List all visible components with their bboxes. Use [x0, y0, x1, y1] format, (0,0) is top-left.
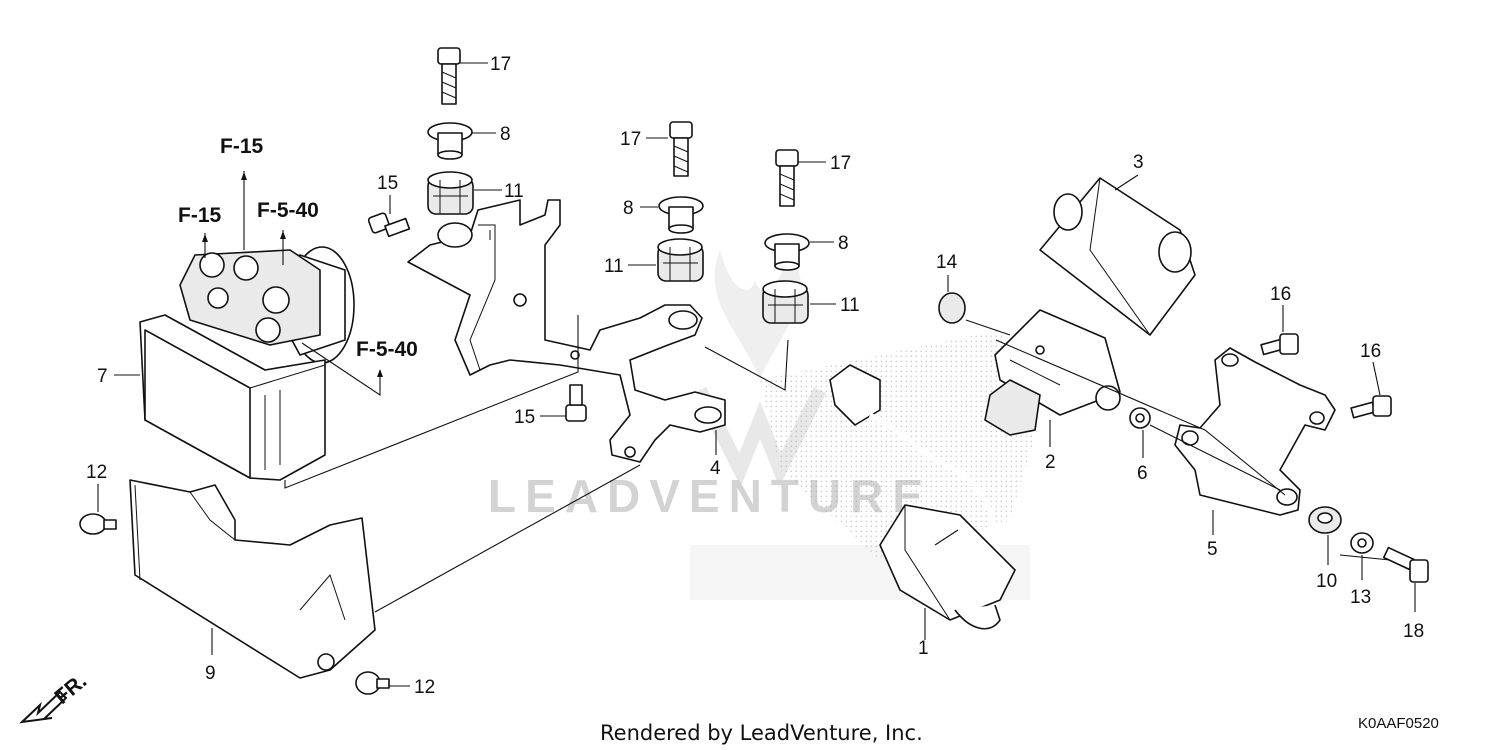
bolt-part-17-mid — [669, 121, 693, 177]
bracket-part-5 — [1174, 347, 1336, 516]
screw-part-12-right — [355, 671, 390, 695]
callout-15-lower: 15 — [514, 407, 535, 428]
callout-3: 3 — [1133, 152, 1144, 173]
halftone-shadow — [760, 330, 1040, 560]
abs-modulator-part-7 — [139, 246, 355, 481]
callout-4: 4 — [710, 458, 721, 479]
callout-11-mid: 11 — [604, 256, 624, 277]
callout-11-right: 11 — [840, 295, 860, 316]
bracket-part-4 — [407, 199, 726, 463]
grommet-part-11-left — [427, 171, 474, 215]
bolt-part-15-lower — [565, 384, 587, 422]
washer-part-13 — [1350, 532, 1374, 554]
grommet-part-11-mid — [657, 238, 704, 282]
callout-8-mid: 8 — [623, 198, 634, 219]
callout-15-upper: 15 — [377, 173, 398, 194]
abs-cover-part-9 — [129, 479, 376, 679]
bolt-part-18 — [1382, 546, 1429, 583]
grommet-part-10 — [1308, 506, 1342, 534]
callout-7: 7 — [97, 366, 108, 387]
bolt-part-17-right — [775, 149, 799, 207]
ref-f-5-40-right: F-5-40 — [356, 338, 418, 361]
collar-part-8-right — [764, 233, 810, 271]
callout-17-left: 17 — [490, 54, 511, 75]
ref-f-15-top: F-15 — [220, 135, 264, 158]
bolt-part-15-upper — [367, 212, 411, 238]
callout-12-left: 12 — [86, 462, 107, 483]
grommet-part-11-right — [762, 280, 809, 324]
callout-16-right: 16 — [1360, 341, 1381, 362]
harness-part-1 — [829, 364, 1016, 630]
callout-12-right: 12 — [414, 677, 435, 698]
callout-labels: 1 2 3 4 5 6 7 8 8 8 9 10 11 11 11 12 12 … — [86, 54, 1424, 698]
diagram-code: K0AAF0520 — [1358, 715, 1439, 732]
callout-18: 18 — [1403, 621, 1424, 642]
callout-2: 2 — [1045, 452, 1056, 473]
callout-8-left: 8 — [500, 124, 511, 145]
collar-part-8-mid — [658, 196, 704, 234]
callout-17-mid: 17 — [620, 129, 641, 150]
bolt-part-17-left — [437, 47, 461, 105]
callout-10: 10 — [1316, 571, 1337, 592]
callout-16-left: 16 — [1270, 284, 1291, 305]
bolt-part-16-left — [1260, 333, 1299, 356]
callout-11-left: 11 — [504, 181, 524, 202]
callout-9: 9 — [205, 663, 216, 684]
footer-credit: Rendered by LeadVenture, Inc. — [600, 721, 923, 745]
reference-labels: F-15 F-15 F-5-40 F-5-40 — [178, 135, 418, 361]
bolt-part-16-right — [1350, 395, 1392, 419]
callout-17-right: 17 — [830, 153, 851, 174]
leader-lines — [97, 62, 1416, 687]
front-direction-arrow: FR. — [19, 669, 91, 724]
callout-14: 14 — [936, 252, 958, 273]
callout-6: 6 — [1137, 463, 1148, 484]
callout-1: 1 — [918, 638, 929, 659]
ref-f-5-40-top: F-5-40 — [257, 199, 319, 222]
collar-part-8-left — [427, 122, 473, 160]
washer-part-6-hole — [1135, 413, 1145, 423]
callout-13: 13 — [1350, 587, 1371, 608]
callout-8-right: 8 — [838, 233, 849, 254]
screw-part-12-left — [79, 513, 117, 535]
callout-5: 5 — [1207, 539, 1218, 560]
sensor-cover-part-3 — [1039, 177, 1196, 336]
grommet-part-14 — [938, 292, 966, 324]
sensor-unit-part-2 — [984, 309, 1121, 436]
ref-f-15-left: F-15 — [178, 204, 222, 227]
